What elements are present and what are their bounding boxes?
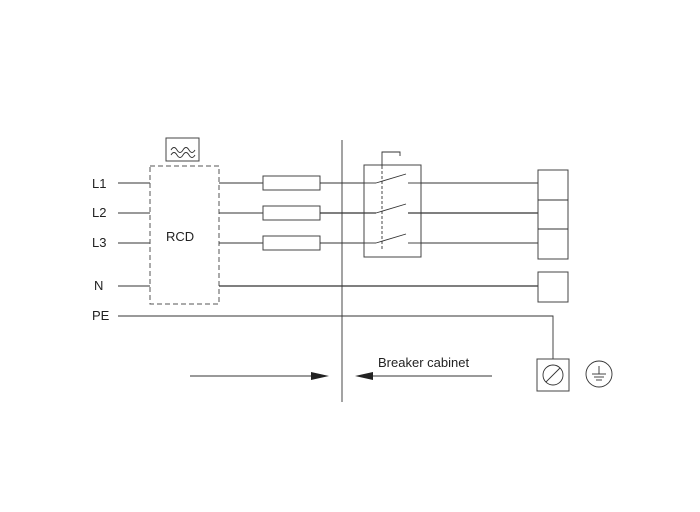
terminal-block-n <box>537 271 569 303</box>
label-pe: PE <box>92 308 110 323</box>
terminal-block-phases <box>537 169 569 260</box>
earth-terminal-icon <box>536 358 570 392</box>
fuse-l2 <box>262 205 321 221</box>
cabinet-label: Breaker cabinet <box>378 355 469 370</box>
label-l1: L1 <box>92 176 106 191</box>
arrow-left-icon <box>355 372 492 380</box>
rcd-wave-symbol-icon <box>165 137 200 162</box>
label-l2: L2 <box>92 205 106 220</box>
ground-symbol-icon <box>585 360 613 388</box>
rcd-box <box>149 165 220 305</box>
rcd-label: RCD <box>166 229 194 244</box>
arrow-right-icon <box>190 372 329 380</box>
fuse-l3 <box>262 235 321 251</box>
wire-pe <box>118 315 554 359</box>
circuit-breaker <box>363 151 422 258</box>
fuse-l1 <box>262 175 321 191</box>
label-n: N <box>94 278 103 293</box>
label-l3: L3 <box>92 235 106 250</box>
